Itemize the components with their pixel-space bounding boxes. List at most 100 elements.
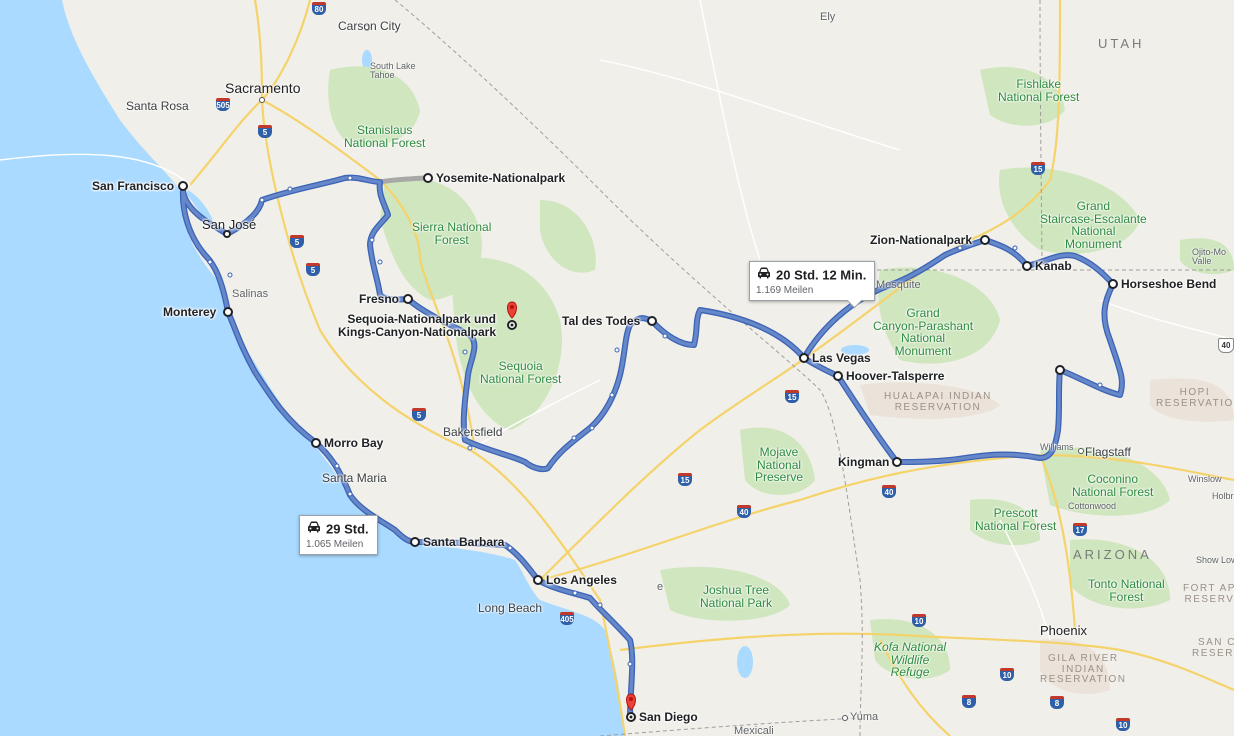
stop-label-monterey[interactable]: Monterey bbox=[163, 305, 217, 319]
city-phoenix: Phoenix bbox=[1040, 623, 1087, 638]
city-long-beach: Long Beach bbox=[478, 601, 543, 615]
stop-label-kingman[interactable]: Kingman bbox=[838, 455, 890, 469]
marker-kingman bbox=[892, 457, 902, 467]
stop-label-santa-barbara[interactable]: Santa Barbara bbox=[423, 535, 505, 549]
city-ojai: e bbox=[657, 581, 664, 593]
stop-label-san-jose[interactable]: San José bbox=[202, 217, 257, 232]
region-utah: UTAH bbox=[1098, 36, 1145, 51]
interstate-405-shield-icon: 405 bbox=[560, 612, 574, 625]
marker-horseshoe bbox=[1108, 279, 1118, 289]
marker-monterey bbox=[223, 307, 233, 317]
marker-death-valley bbox=[647, 316, 657, 326]
minor-roads bbox=[0, 0, 1234, 641]
city-mexicali: Mexicali bbox=[734, 725, 774, 736]
interstate-505-shield-icon: 505 bbox=[216, 98, 230, 111]
city-ely: Ely bbox=[820, 11, 836, 23]
city-williams: Williams bbox=[1040, 442, 1074, 452]
park-areas bbox=[328, 66, 1234, 679]
interstate-17-shield-icon: 17 bbox=[1073, 523, 1087, 536]
city-flagstaff: Flagstaff bbox=[1085, 445, 1131, 459]
route-duration: 20 Std. 12 Min. bbox=[776, 267, 867, 283]
interstate-40-shield-icon: 40 bbox=[882, 485, 896, 498]
stop-label-zion[interactable]: Zion-Nationalpark bbox=[870, 233, 973, 247]
route-line bbox=[181, 175, 1124, 720]
pacific-ocean bbox=[0, 0, 625, 736]
stop-label-los-angeles[interactable]: Los Angeles bbox=[546, 573, 617, 587]
stop-label-horseshoe[interactable]: Horseshoe Bend bbox=[1121, 277, 1217, 291]
stop-label-yosemite[interactable]: Yosemite-Nationalpark bbox=[436, 171, 566, 185]
stop-label-morro-bay[interactable]: Morro Bay bbox=[324, 436, 384, 450]
route-callout-west[interactable]: 29 Std. 1.065 Meilen bbox=[299, 515, 378, 556]
interstate-15-shield-icon: 15 bbox=[785, 390, 799, 403]
marker-santa-barbara bbox=[410, 537, 420, 547]
marker-fresno bbox=[403, 294, 413, 304]
stop-label-kanab[interactable]: Kanab bbox=[1035, 259, 1072, 273]
interstate-5-shield-icon: 5 bbox=[258, 125, 272, 138]
lake-tahoe bbox=[362, 50, 372, 70]
interstate-10-shield-icon: 10 bbox=[912, 614, 926, 627]
red-pins bbox=[507, 301, 636, 711]
city-dots bbox=[259, 25, 1084, 721]
city-bakersfield: Bakersfield bbox=[443, 425, 503, 439]
marker-grand-canyon bbox=[1055, 365, 1065, 375]
city-salinas: Salinas bbox=[232, 288, 269, 300]
pin-san-diego-icon bbox=[626, 693, 636, 711]
stop-label-death-valley[interactable]: Tal des Todes bbox=[562, 314, 641, 328]
city-yuma: Yuma bbox=[850, 711, 879, 723]
reservation-areas bbox=[860, 378, 1234, 694]
car-icon bbox=[756, 266, 772, 284]
marker-los-angeles bbox=[533, 575, 543, 585]
route-callout-east[interactable]: 20 Std. 12 Min. 1.169 Meilen bbox=[749, 261, 876, 309]
interstate-15-shield-icon: 15 bbox=[1031, 162, 1045, 175]
city-santa-maria: Santa Maria bbox=[322, 471, 387, 485]
interstate-10-shield-icon: 10 bbox=[1000, 668, 1014, 681]
region-arizona: ARIZONA bbox=[1073, 547, 1152, 562]
marker-kanab bbox=[1022, 261, 1032, 271]
marker-hoover bbox=[833, 371, 843, 381]
interstate-5-shield-icon: 5 bbox=[412, 408, 426, 421]
city-sacramento: Sacramento bbox=[225, 80, 301, 96]
route-distance: 1.065 Meilen bbox=[306, 539, 364, 551]
salton-sea bbox=[737, 646, 753, 678]
stop-label-fresno[interactable]: Fresno bbox=[359, 292, 400, 306]
stop-label-san-francisco[interactable]: San Francisco bbox=[92, 179, 175, 193]
marker-inner-dots bbox=[510, 323, 633, 719]
marker-las-vegas bbox=[799, 353, 809, 363]
city-mesquite: Mesquite bbox=[876, 279, 921, 291]
stop-label-las-vegas[interactable]: Las Vegas bbox=[812, 351, 871, 365]
route-distance: 1.169 Meilen bbox=[756, 285, 814, 297]
region-san-carlos: SAN CRESERV bbox=[1192, 637, 1234, 659]
interstate-5-shield-icon: 5 bbox=[306, 263, 320, 276]
marker-san-jose bbox=[223, 230, 231, 238]
interstate-10-shield-icon: 10 bbox=[1116, 718, 1130, 731]
route-duration: 29 Std. bbox=[326, 521, 369, 537]
stop-markers bbox=[178, 173, 1118, 722]
stop-label-hoover[interactable]: Hoover-Talsperre bbox=[846, 369, 945, 383]
marker-zion bbox=[980, 235, 990, 245]
interstate-8-shield-icon: 8 bbox=[1050, 696, 1064, 709]
stop-label-san-diego[interactable]: San Diego bbox=[639, 710, 698, 724]
marker-san-francisco bbox=[178, 181, 188, 191]
city-cottonwood: Cottonwood bbox=[1068, 501, 1117, 511]
marker-morro-bay bbox=[311, 438, 321, 448]
